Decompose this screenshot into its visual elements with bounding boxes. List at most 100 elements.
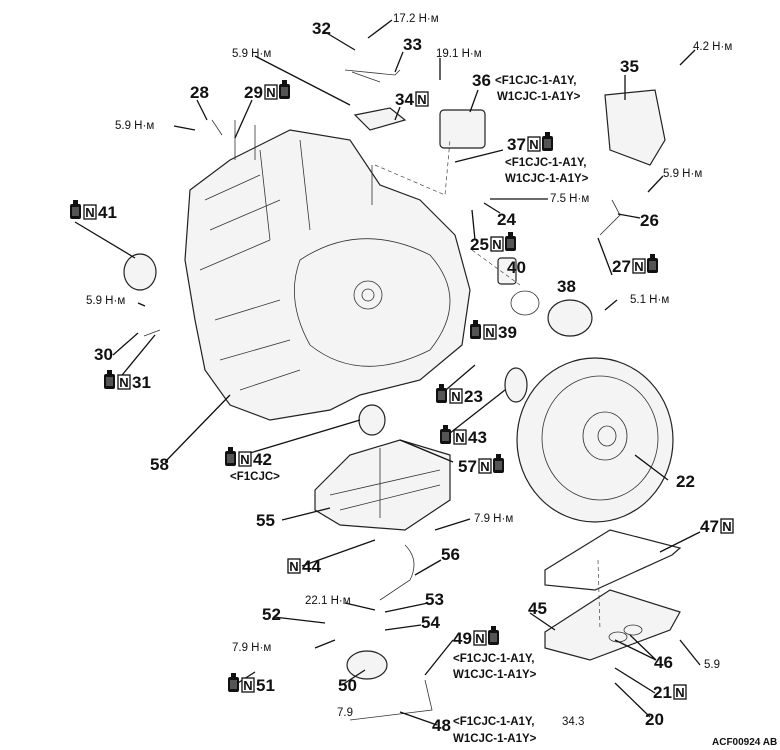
new-part-badge: N (415, 91, 429, 107)
model-applicability-note: <F1CJC-1-A1Y, (505, 157, 587, 169)
svg-text:N: N (266, 85, 275, 100)
new-part-badge: N (490, 236, 504, 252)
callout-38: 38 (557, 277, 576, 296)
callout-33: 33 (403, 35, 422, 54)
callout-number: 45 (528, 599, 547, 618)
new-part-badge: N (449, 388, 463, 404)
callout-number: 49 (453, 629, 472, 648)
callout-number: 47 (700, 517, 719, 536)
svg-text:N: N (529, 137, 538, 152)
callout-49: 49 (453, 629, 472, 648)
model-applicability-note: <F1CJC-1-A1Y, (453, 653, 535, 665)
torque-spec: 17.2 Н·м (393, 13, 439, 25)
callout-number: 42 (253, 450, 272, 469)
callout-number: 34 (395, 90, 414, 109)
svg-text:N: N (455, 430, 464, 445)
callout-22: 22 (676, 472, 695, 491)
fluid-bottle-icon (505, 232, 516, 251)
new-part-badge: N (117, 374, 131, 390)
oil-pan (544, 589, 681, 661)
fluid-bottle-icon (225, 447, 236, 466)
callout-number: 23 (464, 387, 483, 406)
new-part-badge: N (483, 324, 497, 340)
torque-spec: 5.9 Н·м (663, 168, 702, 180)
torque-spec: 5.9 (704, 659, 720, 671)
fluid-bottle-icon (440, 425, 451, 444)
callout-number: 38 (557, 277, 576, 296)
callout-41: 41 (98, 203, 117, 222)
torque-spec: 5.9 Н·м (115, 120, 154, 132)
fluid-bottle-icon (647, 254, 658, 273)
svg-text:N: N (480, 459, 489, 474)
torque-converter (516, 357, 674, 523)
callout-48: 48 (432, 716, 451, 735)
callout-34: 34 (395, 90, 414, 109)
callout-number: 46 (654, 653, 673, 672)
callout-number: 25 (470, 235, 489, 254)
callout-24: 24 (497, 210, 516, 229)
callout-number: 48 (432, 716, 451, 735)
callout-21: 21 (653, 683, 672, 702)
fluid-bottle-icon (470, 320, 481, 339)
callout-number: 35 (620, 57, 639, 76)
callout-20: 20 (645, 710, 664, 729)
svg-text:N: N (492, 237, 501, 252)
torque-spec: 22.1 Н·м (305, 595, 351, 607)
fluid-bottle-icon (279, 80, 290, 99)
torque-spec: 5.9 Н·м (232, 48, 271, 60)
callout-number: 32 (312, 19, 331, 38)
svg-text:N: N (475, 631, 484, 646)
svg-text:N: N (240, 452, 249, 467)
new-part-badge: N (720, 518, 734, 534)
svg-text:N: N (722, 519, 731, 534)
callout-number: 36 (472, 71, 491, 90)
transmission-case (184, 120, 471, 421)
callout-28: 28 (190, 83, 209, 102)
callout-45: 45 (528, 599, 547, 618)
torque-spec: 19.1 Н·м (436, 48, 482, 60)
svg-text:N: N (634, 259, 643, 274)
leader-lines (74, 19, 701, 726)
new-part-badge: N (673, 684, 687, 700)
model-applicability-note: W1CJC-1-A1Y> (453, 733, 537, 745)
callout-55: 55 (256, 511, 275, 530)
torque-spec: 5.9 Н·м (86, 295, 125, 307)
callout-36: 36 (472, 71, 491, 90)
callout-number: 39 (498, 323, 517, 342)
callout-39: 39 (498, 323, 517, 342)
callout-53: 53 (425, 590, 444, 609)
torque-spec: 4.2 Н·м (693, 41, 732, 53)
new-part-badge: N (238, 451, 252, 467)
torque-spec: 7.9 (337, 707, 353, 719)
callout-46: 46 (654, 653, 673, 672)
fluid-bottle-icon (493, 454, 504, 473)
callout-37: 37 (507, 135, 526, 154)
callout-30: 30 (94, 345, 113, 364)
svg-text:N: N (119, 375, 128, 390)
new-part-badge: N (527, 136, 541, 152)
new-part-badge: N (287, 558, 301, 574)
small-parts (123, 69, 666, 721)
callout-29: 29 (244, 83, 263, 102)
svg-text:N: N (485, 325, 494, 340)
callout-number: 20 (645, 710, 664, 729)
callout-number: 22 (676, 472, 695, 491)
new-part-badge: N (241, 677, 255, 693)
new-part-badge: N (478, 458, 492, 474)
new-part-badge: N (632, 258, 646, 274)
callout-35: 35 (620, 57, 639, 76)
callout-42: 42 (253, 450, 272, 469)
torque-spec: 5.1 Н·м (630, 294, 669, 306)
svg-text:N: N (451, 389, 460, 404)
callout-52: 52 (262, 605, 281, 624)
callout-number: 58 (150, 455, 169, 474)
callout-54: 54 (421, 613, 440, 632)
callout-number: 27 (612, 257, 631, 276)
torque-spec: 34.3 (562, 716, 584, 728)
callout-number: 55 (256, 511, 275, 530)
new-part-badge: N (453, 429, 467, 445)
callout-number: 41 (98, 203, 117, 222)
